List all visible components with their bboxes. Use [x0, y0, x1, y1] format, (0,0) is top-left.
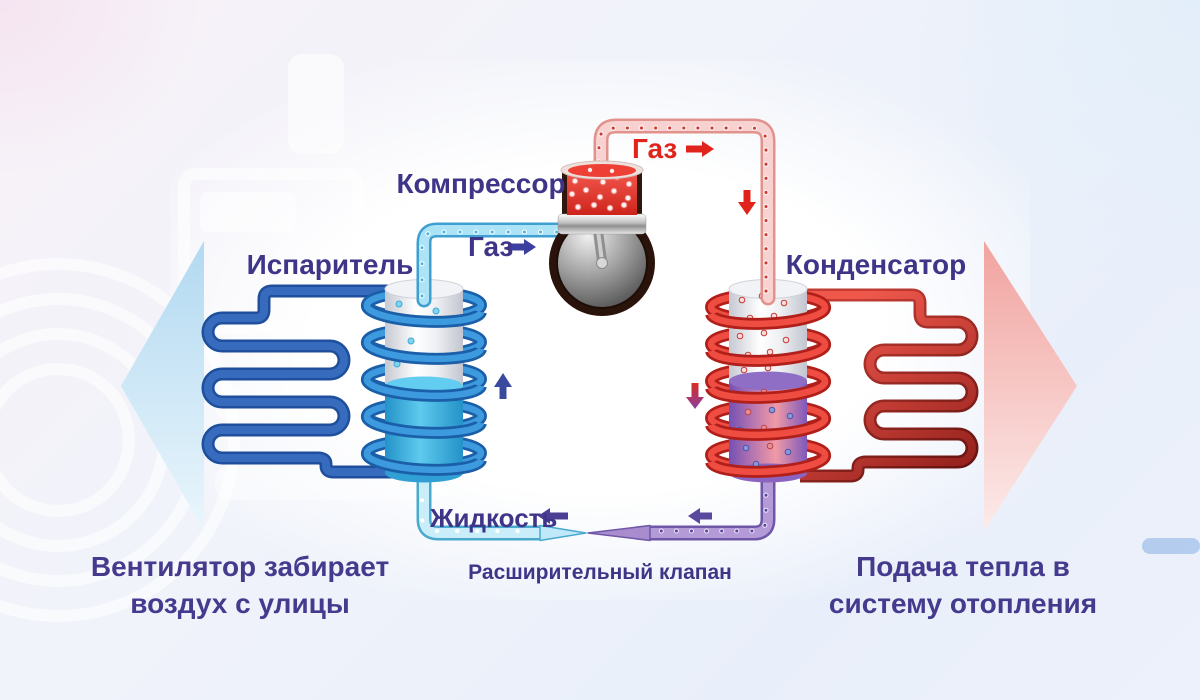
condenser	[705, 279, 832, 483]
suction-tube-blue	[416, 222, 574, 308]
evaporator-label: Испаритель	[246, 249, 414, 280]
liquid-arrow	[538, 508, 568, 524]
flow-left-purple-arrow	[688, 508, 712, 524]
flow-down-gradient-arrow	[686, 383, 704, 409]
left-caption-line1: Вентилятор забирает	[90, 551, 390, 582]
gas-hot-label: Газ	[632, 133, 678, 164]
discharge-tube-pink	[593, 118, 776, 306]
liquid-label: Жидкость	[430, 503, 558, 533]
liquid-line-purple	[587, 460, 776, 542]
evaporator-radiator	[201, 284, 398, 479]
right-caption-line1: Подача тепла в	[856, 551, 1070, 582]
outdoor-air-arrow	[121, 241, 204, 531]
right-caption-line2: систему отопления	[828, 588, 1098, 619]
flow-down-red-arrow	[738, 190, 756, 215]
gas-hot-arrow	[686, 141, 714, 157]
heat-supply-arrow	[984, 241, 1077, 531]
gas-cold-arrow	[508, 239, 536, 255]
right-caption: Подача тепла в систему отопления	[829, 548, 1097, 622]
condenser-label: Конденсатор	[785, 249, 967, 280]
expansion-valve-label: Расширительный клапан	[468, 561, 732, 584]
watermark-pill	[1142, 538, 1200, 554]
left-caption-line2: воздух с улицы	[130, 588, 350, 619]
condenser-radiator	[800, 288, 979, 483]
compressor-label: Компрессор	[396, 168, 566, 199]
flow-up-arrow	[494, 373, 512, 399]
compressor	[549, 160, 655, 316]
left-caption: Вентилятор забирает воздух с улицы	[91, 548, 389, 622]
evaporator	[360, 279, 487, 483]
liquid-line-blue	[416, 460, 587, 542]
piston-band	[557, 213, 647, 235]
gas-cold-label: Газ	[468, 231, 514, 262]
